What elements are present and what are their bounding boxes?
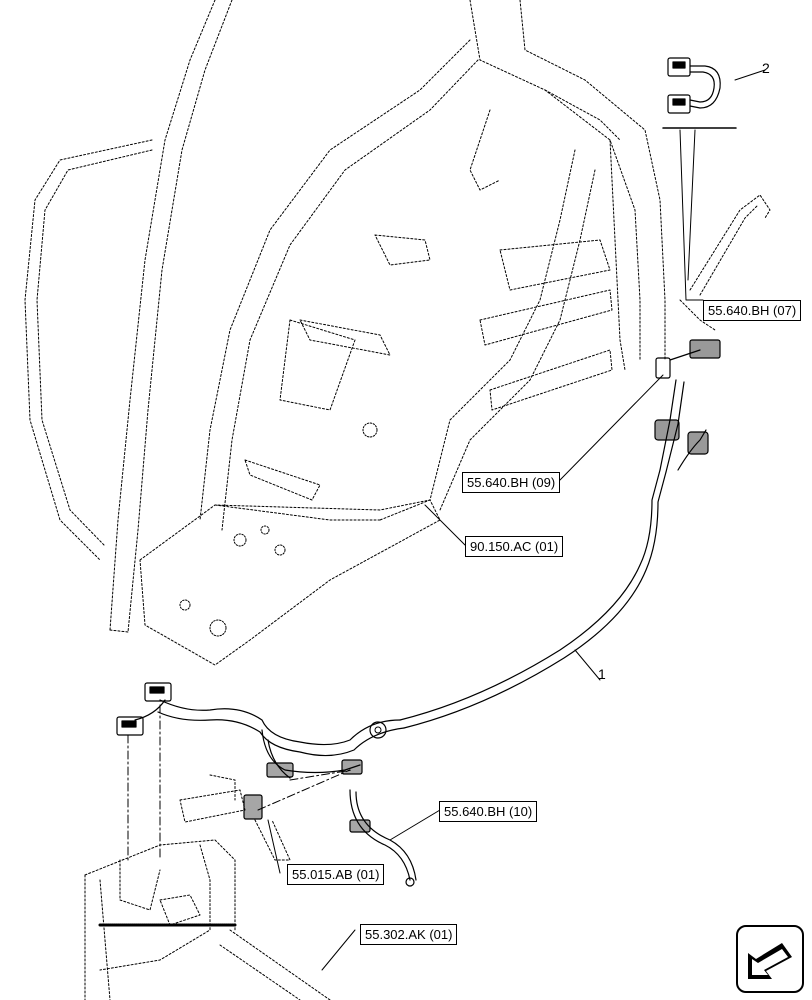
jumper-harness xyxy=(667,57,721,114)
ring-terminal xyxy=(369,721,387,739)
ref-90-150-ac-01[interactable]: 90.150.AC (01) xyxy=(465,536,564,557)
upper-connectors xyxy=(654,339,721,455)
main-harness xyxy=(134,379,707,881)
next-page-button[interactable] xyxy=(736,925,804,993)
leader-lines xyxy=(267,69,766,971)
ref-55-015-ab-01[interactable]: 55.015.AB (01) xyxy=(287,864,385,885)
seat-base-frame xyxy=(84,839,331,1000)
ring-terminal-hole xyxy=(374,726,382,734)
ref-55-640-bh-10[interactable]: 55.640.BH (10) xyxy=(439,801,538,822)
callout-harness: 1 xyxy=(598,666,606,682)
alignment-lines xyxy=(127,704,353,861)
next-page-arrow-icon xyxy=(748,943,792,979)
ref-55-640-bh-07[interactable]: 55.640.BH (07) xyxy=(703,300,802,321)
ref-55-640-bh-09[interactable]: 55.640.BH (09) xyxy=(462,472,561,493)
harness-connectors xyxy=(116,682,415,887)
callout-jumper: 2 xyxy=(762,60,770,76)
ref-55-302-ak-01[interactable]: 55.302.AK (01) xyxy=(360,924,458,945)
cab-frame xyxy=(24,0,666,666)
floor-holes xyxy=(179,422,378,637)
lower-pipes xyxy=(179,774,291,861)
grab-handle xyxy=(679,194,771,331)
